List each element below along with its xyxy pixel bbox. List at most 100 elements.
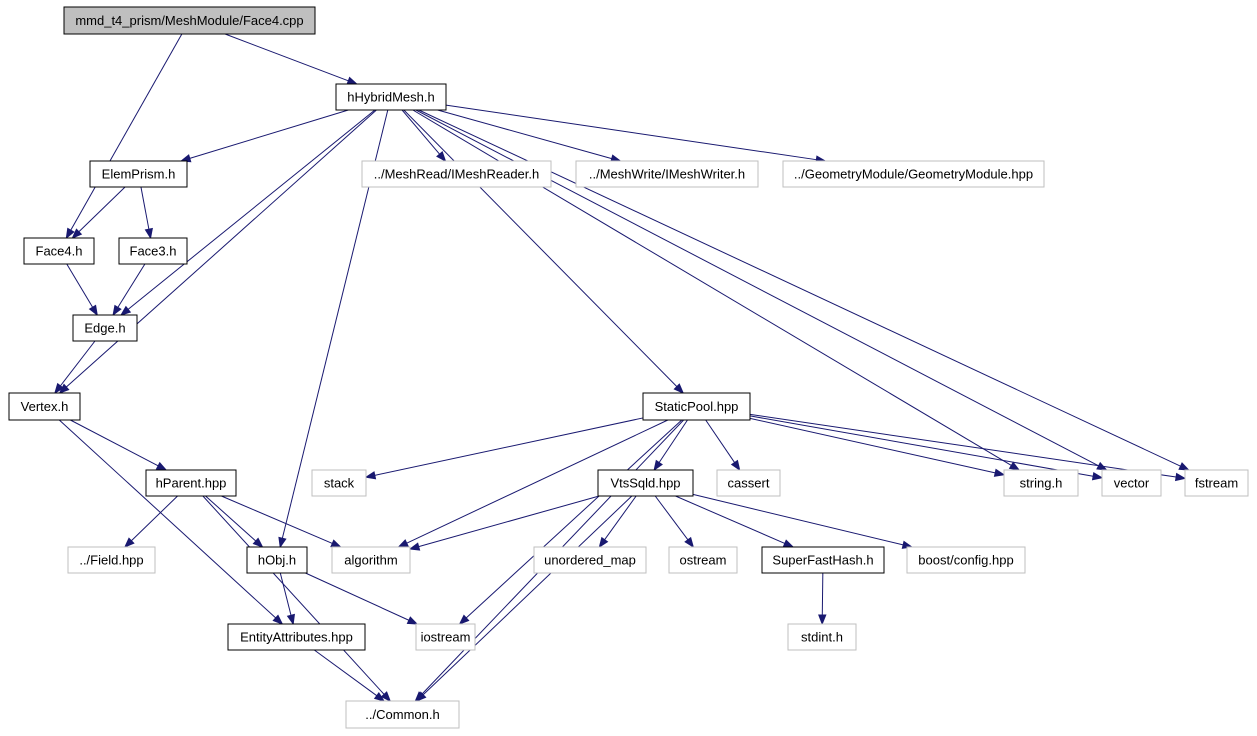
edge-line xyxy=(127,109,376,310)
edge-arrowhead xyxy=(436,151,447,163)
edge-arrowhead xyxy=(1008,461,1021,471)
node-vertex[interactable]: Vertex.h xyxy=(8,392,81,421)
node-face3[interactable]: Face3.h xyxy=(118,237,188,265)
edge-hybrid-to-staticpool xyxy=(403,109,685,394)
node-cassert: cassert xyxy=(716,469,781,497)
edge-face4-to-edge xyxy=(66,263,98,317)
node-box xyxy=(1101,469,1162,497)
edge-vtssqld-to-boostcfg xyxy=(692,493,914,549)
node-vtssqld[interactable]: VtsSqld.hpp xyxy=(597,469,694,497)
node-iostream: iostream xyxy=(415,623,476,651)
edge-vtssqld-to-superfast xyxy=(675,495,795,548)
edge-arrowhead xyxy=(54,382,65,395)
edge-arrowhead xyxy=(120,305,132,316)
node-box xyxy=(8,392,81,421)
edge-line xyxy=(189,109,349,159)
edge-arrowhead xyxy=(673,383,685,394)
edge-arrowhead xyxy=(782,539,795,548)
node-label: vector xyxy=(1114,476,1150,491)
edge-root-to-face4 xyxy=(65,33,183,240)
node-elemprism[interactable]: ElemPrism.h xyxy=(89,160,188,188)
node-edge[interactable]: Edge.h xyxy=(72,314,138,342)
node-box xyxy=(335,83,447,111)
edge-vtssqld-to-common xyxy=(415,495,633,702)
edge-hparent-to-hobj xyxy=(205,495,264,548)
edge-face3-to-edge xyxy=(112,263,146,317)
node-box xyxy=(716,469,781,497)
edge-line xyxy=(374,417,644,476)
node-box xyxy=(782,160,1045,188)
node-box xyxy=(67,546,156,574)
edge-line xyxy=(131,495,178,542)
edge-line xyxy=(749,413,1177,478)
node-box xyxy=(787,623,857,651)
edge-arrowhead xyxy=(1091,471,1104,481)
node-label: iostream xyxy=(421,630,471,645)
node-box xyxy=(331,546,411,574)
edge-line xyxy=(422,495,633,696)
node-box xyxy=(575,160,759,188)
node-hobj[interactable]: hObj.h xyxy=(246,546,308,574)
edge-superfast-to-stdint xyxy=(818,572,827,626)
edge-hybrid-to-meshreader xyxy=(401,109,447,163)
node-box xyxy=(1184,469,1249,497)
node-label: Vertex.h xyxy=(21,399,69,414)
node-label: ../MeshWrite/IMeshWriter.h xyxy=(589,167,745,182)
edge-line xyxy=(705,419,736,463)
edge-arrowhead xyxy=(993,468,1006,477)
node-label: ../GeometryModule/GeometryModule.hpp xyxy=(794,167,1033,182)
edge-arrowhead xyxy=(408,542,421,551)
edge-hobj-to-entity xyxy=(279,572,295,626)
edge-line xyxy=(279,572,292,616)
edge-arrowhead xyxy=(364,471,377,480)
node-label: hObj.h xyxy=(258,553,296,568)
node-label: ElemPrism.h xyxy=(102,167,176,182)
node-label: boost/config.hpp xyxy=(918,553,1013,568)
edge-arrowhead xyxy=(88,304,98,317)
node-entity[interactable]: EntityAttributes.hpp xyxy=(227,623,366,651)
node-box xyxy=(23,237,95,265)
node-box xyxy=(227,623,366,651)
node-box xyxy=(63,6,316,35)
edge-hybrid-to-elemprism xyxy=(179,109,349,163)
node-meshreader: ../MeshRead/IMeshReader.h xyxy=(361,160,552,188)
edge-staticpool-to-vector xyxy=(749,415,1104,481)
edge-vtssqld-to-unordered xyxy=(598,495,637,549)
node-face4[interactable]: Face4.h xyxy=(23,237,95,265)
edge-entity-to-common xyxy=(313,649,386,702)
node-superfast[interactable]: SuperFastHash.h xyxy=(761,546,885,574)
edge-arrowhead xyxy=(330,539,342,548)
edge-arrowhead xyxy=(112,304,122,317)
node-box xyxy=(533,546,647,574)
edge-arrowhead xyxy=(155,461,168,471)
node-hparent[interactable]: hParent.hpp xyxy=(145,469,237,497)
edge-line xyxy=(821,572,824,616)
node-box xyxy=(145,469,237,497)
edge-staticpool-to-cassert xyxy=(705,419,741,472)
edge-line xyxy=(675,495,785,544)
node-unordered: unordered_map xyxy=(533,546,647,574)
edge-arrowhead xyxy=(406,616,419,625)
edge-staticpool-to-fstream xyxy=(749,413,1187,482)
node-staticpool[interactable]: StaticPool.hpp xyxy=(642,392,751,421)
node-hybrid[interactable]: hHybridMesh.h xyxy=(335,83,447,111)
node-label: cassert xyxy=(728,476,770,491)
edges-layer xyxy=(54,33,1190,703)
node-label: ostream xyxy=(680,553,727,568)
edge-staticpool-to-vtssqld xyxy=(653,419,688,472)
node-label: EntityAttributes.hpp xyxy=(240,630,353,645)
edge-line xyxy=(117,263,146,308)
node-ostream: ostream xyxy=(668,546,738,574)
edge-arrowhead xyxy=(730,459,741,472)
edge-arrowhead xyxy=(380,691,392,703)
edge-arrowhead xyxy=(252,537,264,548)
node-box xyxy=(72,314,138,342)
node-box xyxy=(311,469,367,497)
node-label: Face3.h xyxy=(130,244,177,259)
edge-line xyxy=(654,495,689,541)
node-box xyxy=(642,392,751,421)
edge-arrowhead xyxy=(653,459,663,472)
node-label: fstream xyxy=(1195,476,1238,491)
edge-arrowhead xyxy=(65,227,75,240)
